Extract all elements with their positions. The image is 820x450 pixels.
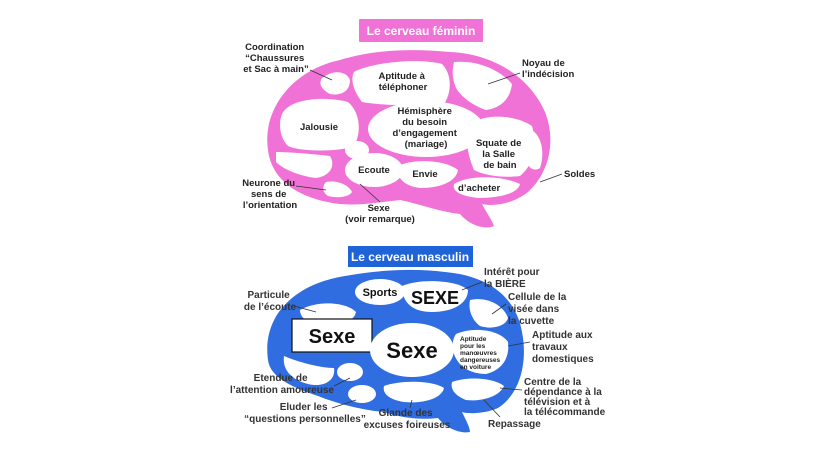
label-dependance: Centre de la dépendance à la télévision … [524, 377, 606, 418]
leader-biere [461, 281, 483, 291]
label-eluder: Eluder les “questions personnelles” [244, 402, 366, 425]
region-sexe-box [291, 318, 373, 353]
region-top-right-m [469, 299, 508, 328]
region-hemisphere [368, 101, 484, 157]
text-jalousie: Jalousie [300, 122, 338, 133]
label-sexe-female: Sexe (voir remarque) [345, 203, 415, 225]
region-top-right [452, 61, 512, 110]
label-noyau: Noyau de l’indécision [522, 58, 574, 80]
region-telephone [352, 61, 450, 106]
region-bottom-mid [383, 381, 444, 403]
leader-sexe-female [359, 183, 381, 203]
region-sexe-center [370, 323, 454, 377]
leader-soldes [539, 173, 563, 183]
label-travaux: Aptitude aux travaux domestiques [532, 330, 595, 365]
female-title-banner [359, 19, 483, 42]
text-envie: Envie [412, 169, 437, 180]
leader-neurone [295, 185, 327, 191]
region-jalousie [280, 98, 359, 151]
label-neurone: Neurone du sens de l’orientation [242, 178, 297, 211]
text-sexe-center: Sexe [386, 338, 437, 363]
region-acheter [453, 177, 520, 198]
region-envie [397, 161, 458, 188]
leader-particule [293, 305, 317, 313]
label-cellule: Cellule de la visée dans la cuvette [508, 292, 569, 327]
label-coordination: Coordination “Chaussures et Sac à main” [243, 42, 309, 75]
region-sexe-top [402, 281, 468, 312]
region-sports [355, 279, 405, 305]
leader-travaux [507, 341, 531, 347]
region-squate [467, 116, 535, 177]
region-bubble-2 [348, 385, 376, 403]
region-bubble-1 [337, 363, 363, 381]
male-title-banner [348, 246, 473, 267]
region-ecoute [345, 153, 403, 187]
region-bottom-left [323, 181, 352, 198]
region-left-lower-m [283, 356, 335, 386]
text-telephone: Aptitude à téléphoner [378, 71, 427, 93]
label-repassage: Repassage [488, 419, 541, 430]
leader-noyau [487, 72, 521, 85]
region-right-lower-m [451, 378, 504, 401]
leader-repassage [483, 399, 501, 418]
text-ecoute: Ecoute [358, 165, 390, 176]
label-biere: Intérêt pour la BIÈRE [484, 267, 542, 290]
leader-glande [409, 399, 413, 409]
leader-coordination [309, 69, 333, 81]
label-etendue: Etendue de l’attention amoureuse [230, 373, 334, 396]
text-sports: Sports [363, 287, 398, 299]
female-title: Le cerveau féminin [367, 24, 476, 38]
text-sexe-top: SEXE [411, 288, 459, 308]
label-acheter: d’acheter [458, 183, 501, 194]
leader-etendue [333, 377, 351, 387]
leader-cellule [491, 303, 507, 315]
male-brain: Le cerveau masculin Sports SEXE Sexe Sex… [230, 246, 606, 433]
text-aptitude-small: Aptitude pour les manœuvres dangereuses … [460, 336, 502, 371]
label-particule: Particule de l’écoute [244, 290, 297, 313]
text-squate: Squate de la Salle de bain [476, 138, 524, 171]
male-title: Le cerveau masculin [351, 250, 469, 264]
region-left-lower [276, 152, 333, 178]
female-brain: Le cerveau féminin Aptitude à téléphoner… [242, 19, 595, 228]
text-sexe-box: Sexe [309, 326, 356, 348]
label-soldes: Soldes [564, 169, 595, 180]
region-aptitude-small [452, 329, 509, 374]
label-glande: Glande des excuses foireuses [364, 408, 451, 431]
region-right-edge [524, 128, 543, 170]
text-hemisphere: Hémisphère du besoin d’engagement (maria… [392, 106, 459, 150]
leader-dependance [499, 387, 523, 391]
leader-eluder [331, 399, 357, 409]
